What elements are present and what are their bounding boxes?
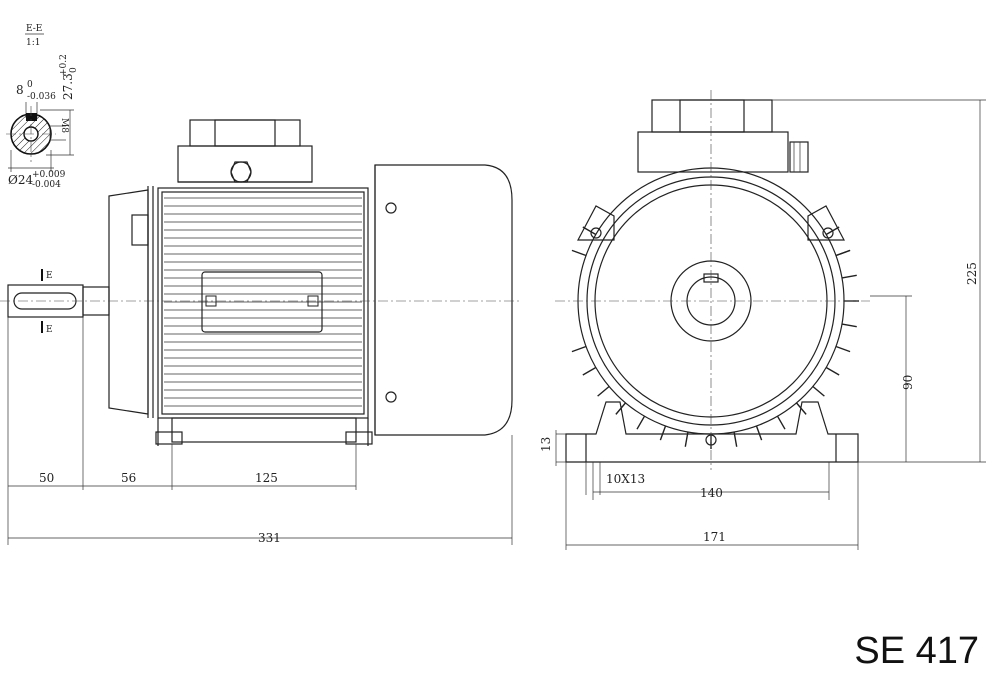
section-detail: E-E 1:1 8 0 -0.036 27.3 +0.2 0: [6, 24, 79, 190]
cooling-fins: [164, 197, 362, 407]
radial-fin: [571, 345, 587, 353]
section-name: E-E: [26, 24, 42, 34]
dim-overall-width: 171: [703, 530, 726, 544]
radial-fin: [571, 249, 587, 257]
radial-fin: [776, 415, 786, 430]
radial-fin: [755, 425, 763, 441]
radial-fins: [571, 226, 859, 449]
radial-fin: [841, 274, 857, 279]
dim-shaft-height: 90: [901, 375, 915, 390]
radial-fin: [841, 323, 857, 328]
drawing-title: SE 417: [854, 630, 979, 672]
section-mark-bottom: E: [46, 325, 53, 335]
radial-fin: [582, 226, 597, 236]
radial-fin: [812, 385, 825, 397]
dim-flange-offset: 56: [121, 471, 136, 485]
side-view: E E: [0, 119, 520, 545]
shaft-dia-lower-tol: -0.004: [32, 180, 61, 190]
shaft-dia-upper-tol: +0.009: [32, 170, 66, 180]
key-height: 27.3: [61, 73, 75, 100]
section-scale: 1:1: [26, 38, 40, 48]
dim-foot-span: 125: [255, 471, 278, 485]
radial-fin: [659, 425, 667, 441]
dim-mounting-hole: 10X13: [606, 472, 645, 486]
radial-fin: [825, 366, 840, 376]
dim-overall-height: 225: [965, 262, 979, 285]
dim-shaft-length: 50: [39, 471, 54, 485]
thread-size: M8: [59, 118, 69, 133]
shaft-diameter: Ø24: [8, 173, 33, 187]
key-width-lower-tol: -0.036: [27, 92, 56, 102]
dim-foot-thickness: 13: [539, 437, 553, 452]
dim-total-length: 331: [258, 531, 281, 545]
front-view: 225 90 13 10X13 140 171: [539, 90, 986, 550]
radial-fin: [597, 385, 610, 397]
section-mark-top: E: [46, 271, 53, 281]
radial-fin: [835, 345, 851, 353]
radial-fin: [636, 415, 646, 430]
key-width-upper-tol: 0: [27, 80, 33, 90]
key-width: 8: [16, 83, 24, 97]
key-height-lower-tol: 0: [69, 67, 79, 73]
key-height-upper-tol: +0.2: [59, 54, 69, 76]
radial-fin: [582, 366, 597, 376]
radial-fin: [835, 249, 851, 257]
dim-bolt-span: 140: [700, 486, 723, 500]
